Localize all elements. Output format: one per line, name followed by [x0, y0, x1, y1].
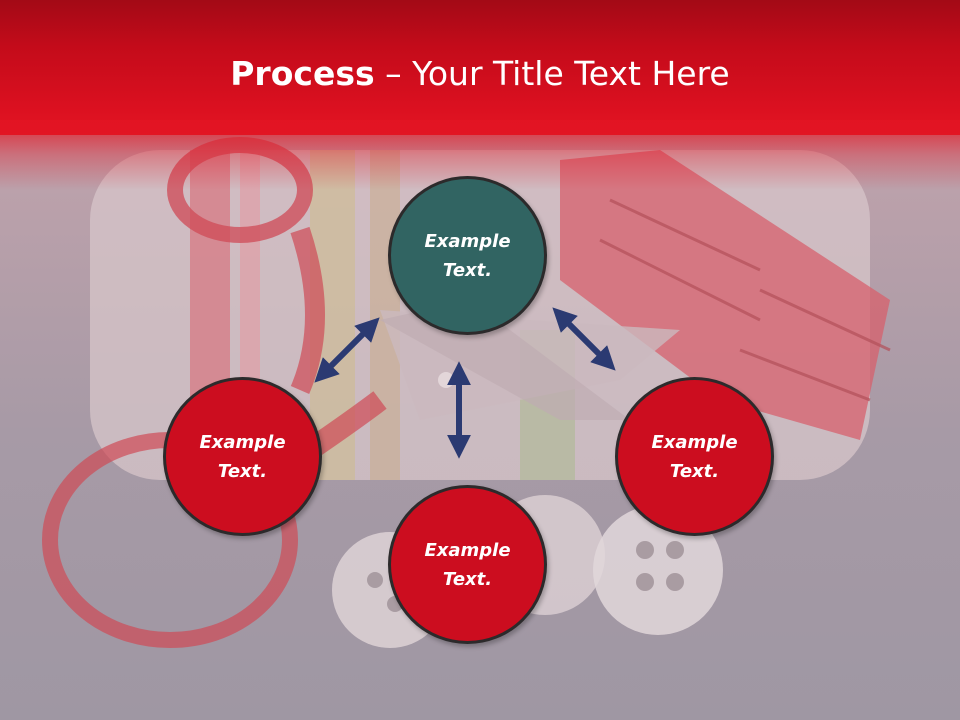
title-bar — [0, 0, 960, 135]
process-node-top: Example Text. — [388, 176, 547, 335]
node-right-text: Example Text. — [651, 431, 738, 482]
arrow-top-right — [552, 307, 616, 371]
node-bottom-text: Example Text. — [424, 539, 511, 590]
process-node-left: Example Text. — [163, 377, 322, 536]
process-node-right: Example Text. — [615, 377, 774, 536]
arrow-top-left — [314, 317, 380, 383]
node-left-text: Example Text. — [199, 431, 286, 482]
title-rest: – Your Title Text Here — [374, 54, 730, 93]
slide-title: Process – Your Title Text Here — [0, 52, 960, 96]
process-node-bottom: Example Text. — [388, 485, 547, 644]
node-top-text: Example Text. — [424, 230, 511, 281]
title-bold: Process — [230, 54, 375, 93]
